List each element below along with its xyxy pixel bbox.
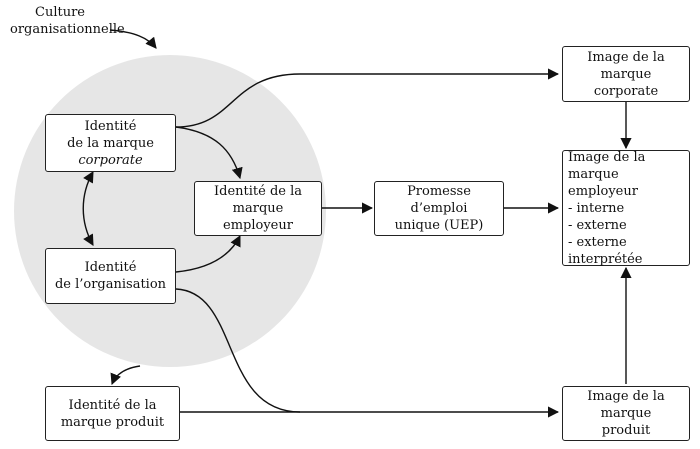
node-text: marque xyxy=(232,201,284,216)
node-text: - externe xyxy=(568,217,627,233)
node-text: - externe interprétée xyxy=(568,234,643,267)
node-text: Identité xyxy=(84,118,137,134)
node-text: produit xyxy=(601,423,651,438)
node-product-image: Image de la marque produit xyxy=(562,386,690,441)
culture-arrow xyxy=(109,29,157,49)
node-text: de l’organisation xyxy=(54,277,167,292)
node-text: corporate xyxy=(78,152,143,168)
edge-org-identity-to-product-image xyxy=(175,288,301,413)
node-corporate-image: Image de la marque corporate xyxy=(562,46,690,102)
node-uep: Promesse d’emploi unique (UEP) xyxy=(374,181,504,236)
node-text: unique (UEP) xyxy=(394,218,484,233)
node-text: Identité de la xyxy=(68,397,157,413)
edge-corporate-org-bidirectional xyxy=(82,171,94,246)
node-text: d’emploi xyxy=(410,201,468,216)
node-org-identity: Identité de l’organisation xyxy=(45,248,176,304)
node-text: employeur xyxy=(568,183,638,199)
culture-label-line2: organisationnelle xyxy=(10,22,125,37)
node-text: - interne xyxy=(568,200,625,216)
node-text: corporate xyxy=(593,83,659,99)
node-product-identity: Identité de la marque produit xyxy=(45,386,180,441)
node-employer-identity: Identité de la marque employeur xyxy=(194,181,322,236)
node-text: Promesse xyxy=(407,184,471,199)
node-text: Identité xyxy=(84,260,137,275)
node-text: Image de la marque xyxy=(587,389,665,421)
node-employer-image: Image de la marque employeur - interne -… xyxy=(562,149,690,267)
culture-label-line1: Culture xyxy=(35,5,85,20)
edge-corporate-identity-to-corporate-image xyxy=(175,68,560,128)
node-text: Identité de la xyxy=(213,184,302,199)
node-text: de la marque xyxy=(67,135,154,151)
node-corporate-identity: Identité de la marque corporate xyxy=(45,114,176,172)
edge-product-identity-to-org xyxy=(110,365,141,386)
edge-org-identity-to-employer-identity xyxy=(175,234,241,273)
node-text: Image de la marque xyxy=(568,149,646,182)
node-text: employeur xyxy=(223,218,293,233)
node-text: marque produit xyxy=(60,414,165,430)
edge-corporate-identity-to-employer-identity xyxy=(175,126,243,180)
node-text: Image de la marque xyxy=(587,49,665,82)
culture-label: Culture organisationnelle xyxy=(10,4,125,38)
